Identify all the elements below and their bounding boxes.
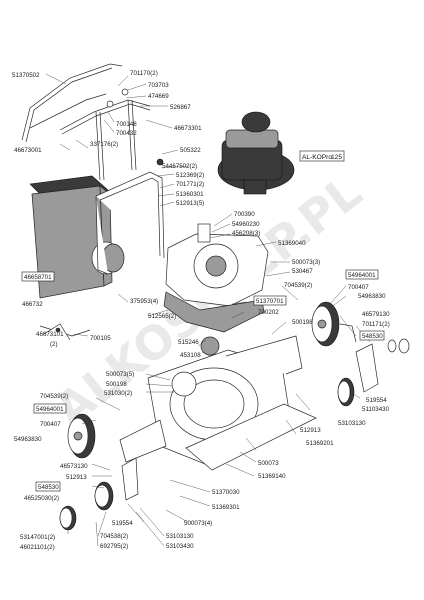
bag-frame xyxy=(95,171,165,275)
label-456208-3: 456208(3) xyxy=(232,230,260,237)
label-500073-3: 500073(3) xyxy=(292,259,320,266)
part-labels: 51370502 701170(2) 703703 474669 526867 … xyxy=(12,70,390,551)
label-512369-2: 512369(2) xyxy=(176,172,204,179)
impeller-housing xyxy=(163,223,269,333)
label-46573130: 46573130 xyxy=(60,463,88,470)
label-701170-2: 701170(2) xyxy=(130,70,158,77)
label-500198-top: 500198 xyxy=(292,319,313,326)
wheel-rear-right xyxy=(311,301,340,347)
label-54964001-left: 54964001 xyxy=(36,406,64,413)
engine: AL-KOPro 125 xyxy=(217,111,345,195)
label-46673101: 46673101 xyxy=(36,331,64,338)
label-700432: 700432 xyxy=(116,130,137,137)
wheel-front-left xyxy=(94,481,114,511)
label-53103430-left: 53103430 xyxy=(166,543,194,550)
label-692795-2: 692795(2) xyxy=(100,543,128,550)
label-53147001-2: 53147001(2) xyxy=(20,534,55,541)
label-505322: 505322 xyxy=(180,147,201,154)
label-337176-2: 337176(2) xyxy=(90,141,118,148)
label-51360301: 51360301 xyxy=(176,191,204,198)
lever-detail xyxy=(39,323,91,341)
label-515246: 515246 xyxy=(178,339,199,346)
label-51369301: 51369301 xyxy=(212,504,240,511)
label-46525030-2: 46525030(2) xyxy=(24,495,59,502)
label-703703: 703703 xyxy=(148,82,169,89)
label-51370030: 51370030 xyxy=(212,489,240,496)
label-46673101-qty: (2) xyxy=(50,341,58,348)
label-512913-right: 512913 xyxy=(300,427,321,434)
label-704538-2: 704538(2) xyxy=(100,533,128,540)
label-512565-2: 512565(2) xyxy=(148,313,176,320)
grass-bag xyxy=(29,175,125,299)
label-46021101-2: 46021101(2) xyxy=(20,544,55,551)
label-500198-mid: 500198 xyxy=(106,381,127,388)
label-46673301: 46673301 xyxy=(174,125,202,132)
engine-label: AL-KOPro xyxy=(302,154,332,161)
label-474669: 474669 xyxy=(148,93,169,100)
label-500073-4: 500073(4) xyxy=(184,520,212,527)
label-46658701: 46658701 xyxy=(24,274,52,281)
wheel-rear-left xyxy=(67,413,96,459)
label-51370701: 51370701 xyxy=(256,298,284,305)
label-53103130-right: 53103130 xyxy=(338,420,366,427)
label-700148: 700148 xyxy=(116,121,137,128)
label-519554-left: 519554 xyxy=(112,520,133,527)
label-54960230: 54960230 xyxy=(232,221,260,228)
label-453108: 453108 xyxy=(180,352,201,359)
label-53103130-left: 53103130 xyxy=(166,533,194,540)
box-51370701 xyxy=(253,295,287,306)
label-519554-right: 519554 xyxy=(366,397,387,404)
label-51369201: 51369201 xyxy=(306,440,334,447)
label-548530-left: 548530 xyxy=(38,484,59,491)
label-512913-5: 512913(5) xyxy=(176,200,204,207)
height-brackets xyxy=(121,323,379,501)
label-526867: 526867 xyxy=(170,104,191,111)
label-51369140: 51369140 xyxy=(258,473,286,480)
wheel-small-left xyxy=(59,505,77,531)
label-530467: 530467 xyxy=(292,268,313,275)
label-375953-4: 375953(4) xyxy=(130,298,158,305)
label-51370502: 51370502 xyxy=(12,72,40,79)
label-531030-2: 531030(2) xyxy=(104,390,132,397)
label-51103430: 51103430 xyxy=(362,406,390,413)
label-46673001: 46673001 xyxy=(14,147,42,154)
engine-label-suffix: 125 xyxy=(331,154,342,161)
label-512913-left: 512913 xyxy=(66,474,87,481)
label-700202: 700202 xyxy=(258,309,279,316)
label-548530-top: 548530 xyxy=(362,333,383,340)
box-54964001-left xyxy=(33,403,67,414)
wheel-front-right xyxy=(337,377,355,407)
box-548530-top xyxy=(359,330,385,341)
label-54964001-top: 54964001 xyxy=(348,272,376,279)
label-701771-2: 701771(2) xyxy=(176,181,204,188)
handle-assembly xyxy=(21,63,164,181)
label-46579130: 46579130 xyxy=(362,311,390,318)
box-46658701 xyxy=(21,271,55,282)
label-700390: 700390 xyxy=(234,211,255,218)
mower-deck xyxy=(119,335,317,471)
label-466732: 466732 xyxy=(22,301,43,308)
leader-lines xyxy=(45,73,371,547)
label-54963830-left: 54963830 xyxy=(14,436,42,443)
box-54964001-top xyxy=(345,269,379,280)
label-701171-2: 701171(2) xyxy=(362,321,390,328)
label-500073: 500073 xyxy=(258,460,279,467)
label-700407-left: 700407 xyxy=(40,421,61,428)
label-51369040: 51369040 xyxy=(278,240,306,247)
label-700407-top: 700407 xyxy=(348,284,369,291)
box-548530-left xyxy=(35,481,61,492)
cap-right xyxy=(387,338,410,354)
label-500073-5: 500073(5) xyxy=(106,371,134,378)
label-54963830-top: 54963830 xyxy=(358,293,386,300)
label-54467502-2: 54467502(2) xyxy=(162,163,197,170)
label-700105: 700105 xyxy=(90,335,111,342)
label-704539-2-left: 704539(2) xyxy=(40,393,68,400)
label-704539-2-top: 704539(2) xyxy=(284,282,312,289)
